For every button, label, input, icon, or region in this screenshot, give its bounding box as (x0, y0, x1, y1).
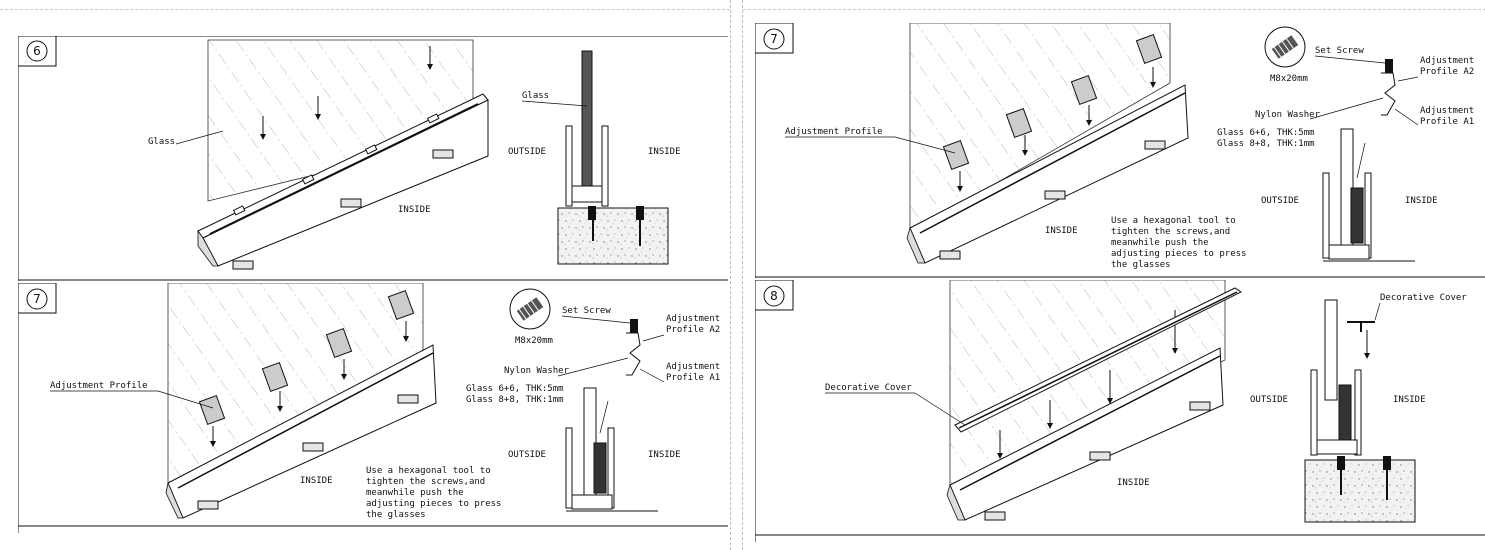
section-view-illustration (1304, 299, 1416, 523)
page-top-divider (0, 9, 730, 10)
step-number-circle (26, 288, 48, 310)
adjustment-profile-label: Adjustment Profile (785, 127, 883, 137)
instruction-line-5: the glasses (1111, 260, 1171, 270)
step-7-panel: 7 Adjustment Profile INSIDE Use a hexago… (18, 283, 728, 533)
glass-spec-line2: Glass 8+8, THK:1mm (1217, 139, 1315, 149)
step-8-panel: 8 Decorative Cover INSIDE (755, 280, 1485, 542)
nylon-washer-label: Nylon Washer (1255, 110, 1321, 120)
instruction-line-4: adjusting pieces to press (1111, 249, 1246, 259)
adjustment-a2-line2: Profile A2 (666, 325, 720, 335)
adjustment-a2-line1: Adjustment (666, 314, 720, 324)
adjustment-profile-detail (1381, 59, 1396, 116)
set-screw-detail-illustration (509, 288, 551, 330)
inside-section-label: INSIDE (648, 147, 681, 157)
instruction-line-1: Use a hexagonal tool to (366, 466, 491, 476)
adjustment-a1-line2: Profile A1 (1420, 117, 1474, 127)
step-number-circle (26, 40, 48, 62)
inside-section-label: INSIDE (1405, 196, 1438, 206)
glass-spec-line1: Glass 6+6, THK:5mm (1217, 128, 1315, 138)
step-number: 6 (33, 44, 41, 58)
step-number-circle (763, 28, 785, 50)
base-channel-illustration (906, 84, 1189, 264)
screw-size-label: M8x20mm (515, 336, 553, 346)
instruction-line-2: tighten the screws,and (1111, 227, 1230, 237)
outside-label: OUTSIDE (1261, 196, 1299, 206)
adjustment-a1-line1: Adjustment (666, 362, 720, 372)
glass-spec-line1: Glass 6+6, THK:5mm (466, 384, 564, 394)
document-page-left: 6 Glass INSIDE (0, 0, 731, 550)
inside-label: INSIDE (1045, 226, 1078, 236)
screw-size-label: M8x20mm (1270, 74, 1308, 84)
document-page-right: 7 Adjustment Profile INSIDE Use a hexago… (742, 0, 1485, 550)
adjustment-a2-line2: Profile A2 (1420, 67, 1474, 77)
instruction-line-3: meanwhile push the (1111, 238, 1209, 248)
step-7-panel: 7 Adjustment Profile INSIDE Use a hexago… (755, 23, 1485, 278)
adjustment-profile-label: Adjustment Profile (50, 381, 148, 391)
inside-label: INSIDE (1117, 478, 1150, 488)
set-screw-label: Set Screw (1315, 46, 1364, 56)
base-channel-illustration (946, 347, 1224, 521)
adjustment-profile-detail (626, 319, 641, 376)
nylon-washer-label: Nylon Washer (504, 366, 570, 376)
instruction-line-4: adjusting pieces to press (366, 499, 501, 509)
step-number: 8 (770, 289, 778, 303)
decorative-cover-section-label: Decorative Cover (1380, 293, 1467, 303)
glass-label: Glass (148, 137, 175, 147)
outside-label: OUTSIDE (508, 147, 546, 157)
adjustment-a1-line1: Adjustment (1420, 106, 1474, 116)
glass-panel-illustration (909, 23, 1171, 234)
set-screw-detail-illustration (1264, 26, 1306, 68)
outside-label: OUTSIDE (508, 450, 546, 460)
step-6-panel: 6 Glass INSIDE (18, 36, 728, 281)
glass-panel-illustration (207, 39, 474, 202)
inside-section-label: INSIDE (648, 450, 681, 460)
instruction-line-3: meanwhile push the (366, 488, 464, 498)
decorative-cover-label: Decorative Cover (825, 383, 912, 393)
instruction-line-5: the glasses (366, 510, 426, 520)
glass-section-label: Glass (522, 91, 549, 101)
inside-label: INSIDE (300, 476, 333, 486)
decorative-cover-illustration (954, 287, 1242, 433)
step-number: 7 (33, 292, 41, 306)
base-channel-illustration (197, 93, 489, 270)
section-view-illustration (565, 387, 658, 512)
step-number: 7 (770, 32, 778, 46)
set-screw-label: Set Screw (562, 306, 611, 316)
instruction-line-1: Use a hexagonal tool to (1111, 216, 1236, 226)
instruction-line-2: tighten the screws,and (366, 477, 485, 487)
inside-label: INSIDE (398, 205, 431, 215)
glass-spec-line2: Glass 8+8, THK:1mm (466, 395, 564, 405)
section-view-illustration (1322, 128, 1415, 262)
outside-label: OUTSIDE (1250, 395, 1288, 405)
base-channel-illustration (165, 344, 437, 519)
glass-panel-illustration (167, 283, 424, 489)
step-number-circle (763, 285, 785, 307)
page-top-divider (743, 9, 1485, 10)
inside-section-label: INSIDE (1393, 395, 1426, 405)
adjustment-a1-line2: Profile A1 (666, 373, 720, 383)
adjustment-a2-line1: Adjustment (1420, 56, 1474, 66)
section-view-illustration (557, 50, 669, 265)
